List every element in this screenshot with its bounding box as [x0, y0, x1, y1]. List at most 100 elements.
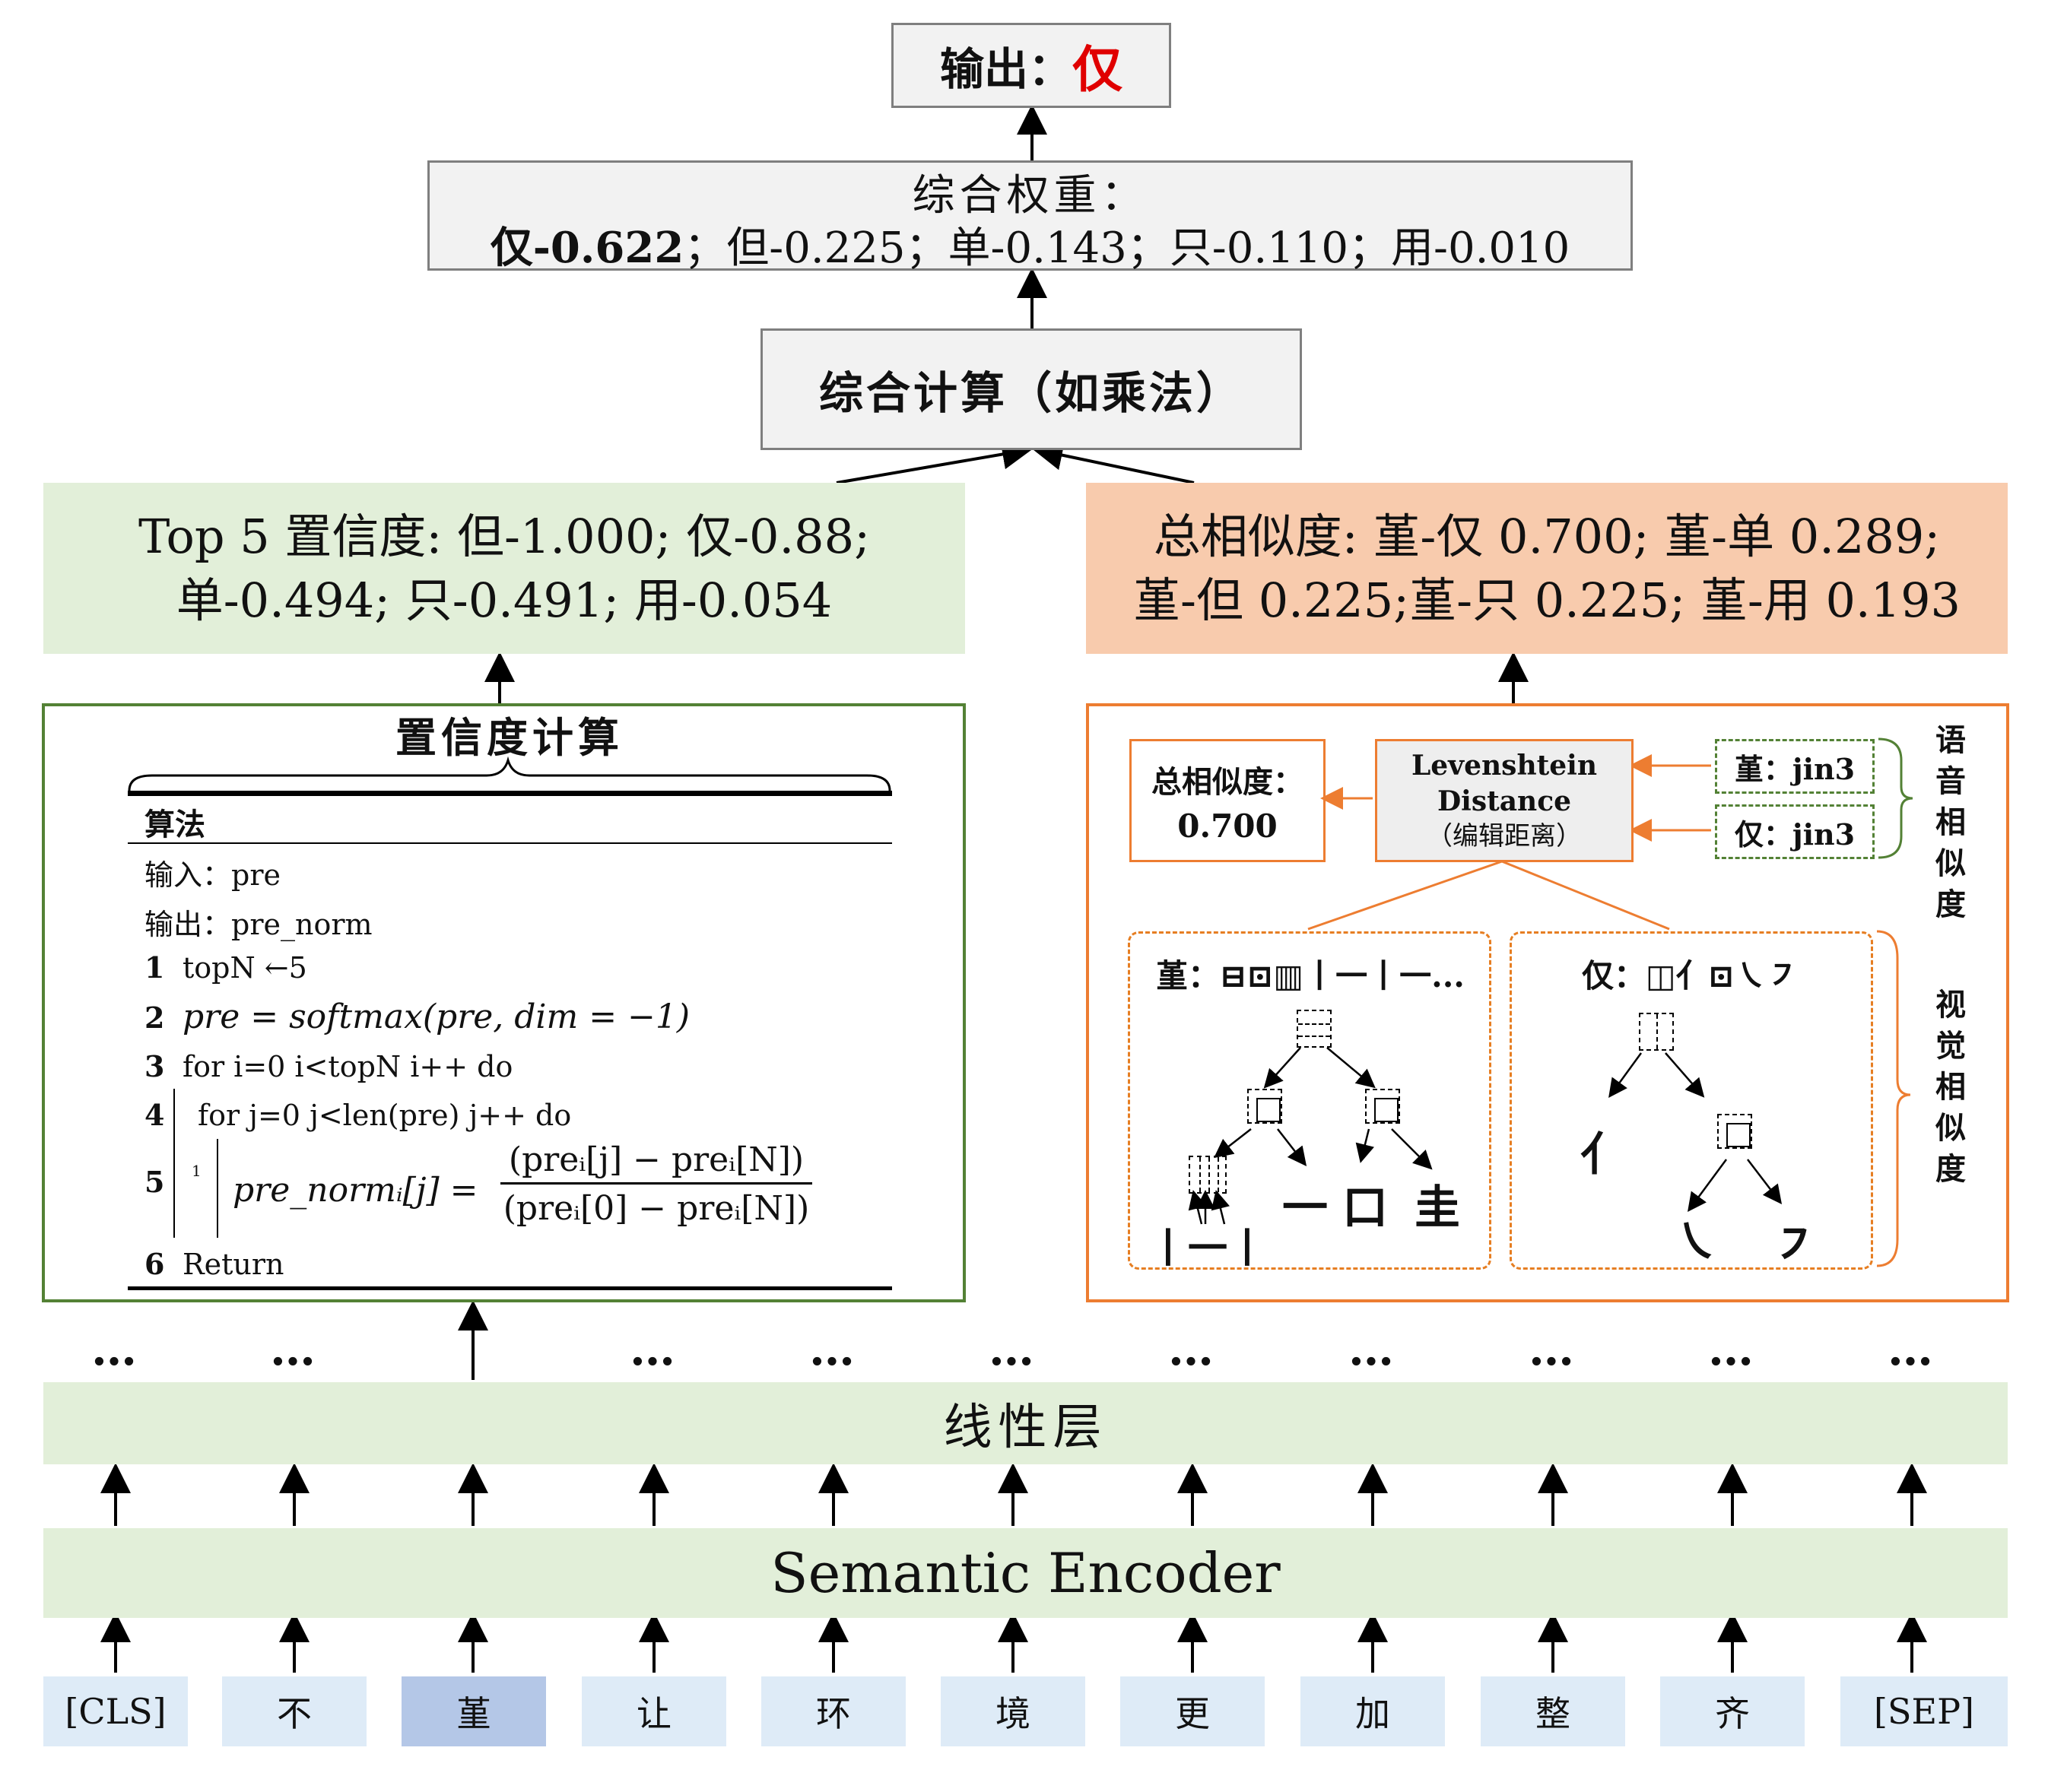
token: 齐	[1660, 1676, 1805, 1746]
token: 境	[941, 1676, 1085, 1746]
brace-phonetic	[1878, 737, 1913, 859]
right-tree-leaf-3: ㇇	[1772, 1220, 1818, 1273]
phonetic-box-2: 仅：jin3	[1715, 804, 1875, 859]
token-to-encoder-arrows	[100, 1612, 1927, 1673]
ellipsis: …	[270, 1323, 319, 1376]
weights-title: 综合权重：	[912, 170, 1148, 220]
left-tree-leaf-2: 一	[1282, 1181, 1328, 1235]
token-text: 加	[1355, 1693, 1390, 1734]
right-tree-leaf-2: ㇏	[1673, 1216, 1719, 1269]
visual-similarity-label: 视觉相似度	[1930, 988, 1966, 1194]
left-visual-tree	[1128, 931, 1491, 1270]
weight-sep: ；	[1348, 223, 1392, 273]
left-tree-leaf-4: 圭	[1415, 1181, 1460, 1235]
similarity-line-1: 总相似度: 堇-仅 0.700; 堇-单 0.289;	[1153, 508, 1941, 564]
left-tree-node-a-icon	[1247, 1089, 1282, 1124]
token: [CLS]	[43, 1676, 188, 1746]
algo-frac-bar	[500, 1182, 812, 1185]
similarity-band: 总相似度: 堇-仅 0.700; 堇-单 0.289; 堇-但 0.225;堇-…	[1086, 483, 2008, 654]
ellipsis: …	[989, 1323, 1037, 1376]
ellipsis: …	[1348, 1323, 1397, 1376]
linear-layer-label: 线性层	[943, 1400, 1108, 1456]
algo-input: 输入：pre	[144, 858, 281, 892]
token-text: 境	[995, 1693, 1030, 1734]
semantic-encoder-label: Semantic Encoder	[770, 1541, 1281, 1605]
right-tree-root-icon	[1639, 1013, 1674, 1051]
algo-header: 算法	[144, 807, 205, 842]
token-text: 环	[816, 1693, 851, 1734]
ellipsis: …	[1529, 1323, 1577, 1376]
algo-frac-denominator: (preᵢ[0] − preᵢ[N])	[503, 1188, 810, 1228]
algo-line-num: 4	[144, 1098, 165, 1132]
ellipsis: …	[630, 1323, 678, 1376]
levenshtein-line-1: Levenshtein	[1411, 750, 1598, 782]
token-text: [CLS]	[65, 1691, 167, 1732]
encoder-to-linear-arrows	[100, 1463, 1927, 1526]
algo-bottom-rule	[128, 1286, 892, 1290]
token-text: 整	[1535, 1693, 1570, 1734]
algo-line-num: 2	[144, 1001, 165, 1035]
left-tree-node-b-icon	[1365, 1089, 1400, 1124]
levenshtein-box: Levenshtein Distance （编辑距离）	[1375, 739, 1634, 862]
combine-box: 综合计算（如乘法）	[760, 328, 1302, 450]
token: [SEP]	[1840, 1676, 2008, 1746]
algo-indent-bar-2	[217, 1139, 218, 1238]
brace-algorithm	[128, 756, 891, 791]
similarity-panel	[1086, 703, 2009, 1302]
linear-layer: 线性层	[43, 1382, 2008, 1464]
token: 不	[222, 1676, 367, 1746]
output-box: 输出： 仅	[891, 23, 1171, 108]
output-label: 输出：	[939, 43, 1072, 95]
right-tree-edges	[1608, 1052, 1783, 1213]
left-tree-leaf-3: 口	[1342, 1181, 1388, 1235]
left-tree-title: 堇：⊟⊡▥丨一丨一...	[1156, 957, 1465, 994]
algo-line-text: for i=0 i<topN i++ do	[183, 1050, 513, 1083]
similarity-line-2: 堇-但 0.225;堇-只 0.225; 堇-用 0.193	[1133, 572, 1961, 628]
weight-item-2: 但-0.225	[726, 223, 906, 273]
right-tree-leaf-1: 亻	[1580, 1128, 1626, 1181]
weight-item-5: 用-0.010	[1391, 223, 1570, 273]
algo-indent-bar-1	[173, 1089, 175, 1238]
phonetic-2-text: 仅：jin3	[1734, 817, 1856, 852]
ellipsis: …	[1168, 1323, 1217, 1376]
weights-box: 综合权重： 仅-0.622； 但-0.225； 单-0.143； 只-0.110…	[427, 160, 1633, 273]
total-similarity-value: 0.700	[1177, 807, 1278, 845]
token-text: 不	[277, 1693, 312, 1734]
token-text: 让	[637, 1693, 672, 1734]
confidence-line-1: Top 5 置信度: 但-1.000; 仅-0.88;	[138, 508, 870, 564]
ellipsis: …	[1708, 1323, 1757, 1376]
algo-frac-numerator: (preᵢ[j] − preᵢ[N])	[508, 1140, 805, 1179]
weight-sep: ；	[1126, 223, 1170, 273]
ellipsis: …	[91, 1323, 140, 1376]
line-left-tree-to-lev	[1307, 860, 1503, 931]
left-tree-edges	[1188, 1047, 1433, 1225]
brace-visual	[1876, 930, 1911, 1267]
token: 环	[761, 1676, 906, 1746]
weight-item-1: 仅-0.622	[490, 222, 684, 273]
weight-item-4: 只-0.110	[1169, 223, 1349, 273]
arrow-similarity-to-combine	[1032, 439, 1195, 484]
weights-list: 仅-0.622； 但-0.225； 单-0.143； 只-0.110； 用-0.…	[430, 217, 1630, 273]
algo-line-text: topN ←5	[183, 951, 307, 985]
output-char: 仅	[1072, 40, 1122, 99]
token-text: 更	[1175, 1693, 1210, 1734]
algo-output: 输出：pre_norm	[144, 908, 373, 941]
phonetic-box-1: 堇：jin3	[1715, 739, 1875, 794]
token: 整	[1481, 1676, 1625, 1746]
algo-small-mark: 1	[192, 1162, 202, 1180]
algo-formula-lhs: pre_normᵢ[j] =	[233, 1171, 478, 1210]
confidence-line-2: 单-0.494; 只-0.491; 用-0.054	[176, 572, 833, 628]
left-tree-root-icon	[1297, 1010, 1332, 1048]
algo-header-rule	[128, 842, 892, 844]
token-text: 堇	[456, 1693, 491, 1734]
weight-item-3: 单-0.143	[948, 223, 1127, 273]
right-tree-node-icon	[1717, 1114, 1752, 1149]
weight-sep: ；	[684, 223, 727, 273]
left-tree-leaf-1: 丨一丨	[1148, 1226, 1268, 1272]
token-highlighted: 堇	[402, 1676, 546, 1746]
